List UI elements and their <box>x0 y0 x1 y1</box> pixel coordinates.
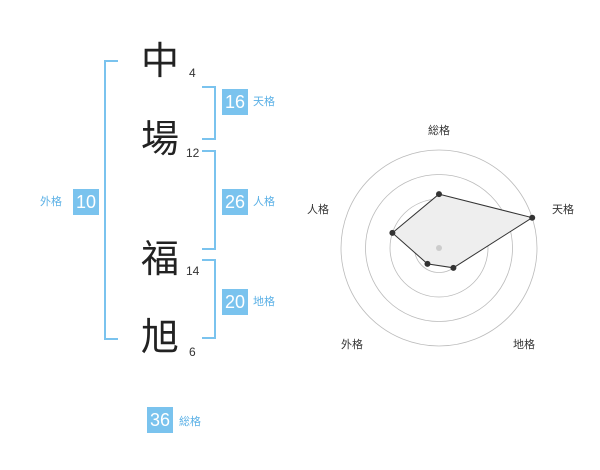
gaikaku-value: 10 <box>73 189 99 215</box>
radar-point <box>436 191 442 198</box>
radar-axis-label-jinkaku: 人格 <box>307 203 329 216</box>
radar-axis-label-gaikaku: 外格 <box>341 338 363 351</box>
name-char-4: 旭 <box>140 315 179 359</box>
jinkaku-bracket <box>202 150 216 250</box>
radar-point <box>529 214 536 221</box>
radar-axis-label-chikaku: 地格 <box>513 338 535 351</box>
stroke-count-2: 12 <box>186 146 200 160</box>
jinkaku-label: 人格 <box>253 195 275 208</box>
radar-ring <box>365 174 513 322</box>
radar-ring <box>340 149 538 347</box>
gaikaku-bracket <box>104 60 118 340</box>
stroke-count-3: 14 <box>186 264 200 278</box>
chikaku-bracket <box>202 259 216 339</box>
radar-point <box>389 229 396 236</box>
tenkaku-bracket <box>202 86 216 140</box>
soukaku-label: 総格 <box>179 415 201 428</box>
stroke-count-1: 4 <box>189 66 196 80</box>
soukaku-value: 36 <box>147 407 173 433</box>
jinkaku-value: 26 <box>222 189 248 215</box>
tenkaku-label: 天格 <box>253 95 275 108</box>
radar-point <box>424 260 431 267</box>
name-char-3: 福 <box>140 237 179 281</box>
radar-center-dot <box>436 245 442 251</box>
radar-polygon <box>391 193 534 269</box>
chikaku-value: 20 <box>222 289 248 315</box>
radar-axis-label-tenkaku: 天格 <box>552 203 574 216</box>
gaikaku-label: 外格 <box>40 195 62 208</box>
name-char-1: 中 <box>140 39 179 83</box>
tenkaku-value: 16 <box>222 89 248 115</box>
stroke-count-4: 6 <box>189 345 196 359</box>
chikaku-label: 地格 <box>253 295 275 308</box>
name-char-2: 場 <box>140 117 179 161</box>
radar-point <box>450 264 457 271</box>
radar-axis-label-soukaku: 総格 <box>428 124 450 137</box>
